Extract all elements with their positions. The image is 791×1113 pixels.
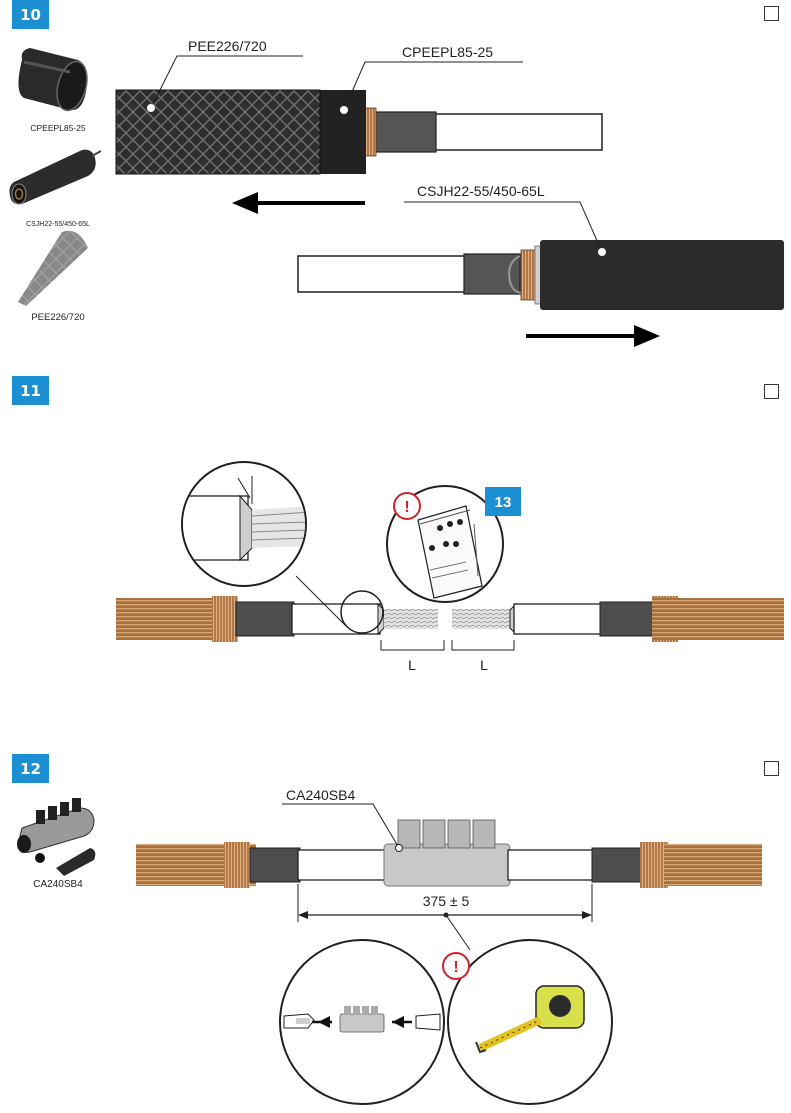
dimension-line xyxy=(297,884,593,951)
mesh-icon xyxy=(18,230,88,306)
arrow-left-icon xyxy=(232,192,365,214)
arrow-right-icon xyxy=(526,325,660,347)
step-10-checkbox[interactable] xyxy=(764,6,779,21)
tape-measure-icon xyxy=(447,939,613,1105)
step-12-badge: 12 xyxy=(12,754,49,783)
svg-text:!: ! xyxy=(404,499,409,516)
svg-text:13: 13 xyxy=(495,494,512,511)
warning-icon: ! xyxy=(442,952,470,980)
assembly-detail xyxy=(279,939,445,1105)
step-12-checkbox[interactable] xyxy=(764,761,779,776)
part-label: CPEEPL85-25 xyxy=(30,123,86,133)
cable-assembly xyxy=(115,89,603,175)
callout-label: CA240SB4 xyxy=(286,787,355,803)
cable-assembly xyxy=(136,819,762,888)
part-label: PEE226/720 xyxy=(31,312,84,323)
step-11-badge: 11 xyxy=(12,376,49,405)
detail-zoom xyxy=(181,461,307,587)
warning-icon: ! xyxy=(393,492,421,520)
step-10-badge: 10 xyxy=(12,0,49,29)
step-reference-badge: 13 xyxy=(485,487,521,516)
cable-assembly xyxy=(116,596,784,642)
callout-label: PEE226/720 xyxy=(188,38,267,54)
tube-icon xyxy=(18,48,88,112)
step-11-checkbox[interactable] xyxy=(764,384,779,399)
connector-icon xyxy=(17,798,96,876)
dimension-label: L xyxy=(408,657,416,673)
svg-text:!: ! xyxy=(453,959,458,976)
sleeve-icon xyxy=(9,149,102,205)
dimension-label: L xyxy=(480,657,488,673)
dimension-marks xyxy=(380,640,515,651)
cable-assembly xyxy=(297,240,784,310)
callout-label: CSJH22-55/450-65L xyxy=(417,183,545,199)
dimension-value: 375 ± 5 xyxy=(423,893,470,909)
part-label: CA240SB4 xyxy=(33,879,83,890)
callout-label: CPEEPL85-25 xyxy=(402,44,493,60)
part-label: CSJH22-55/450-65L xyxy=(26,221,90,228)
